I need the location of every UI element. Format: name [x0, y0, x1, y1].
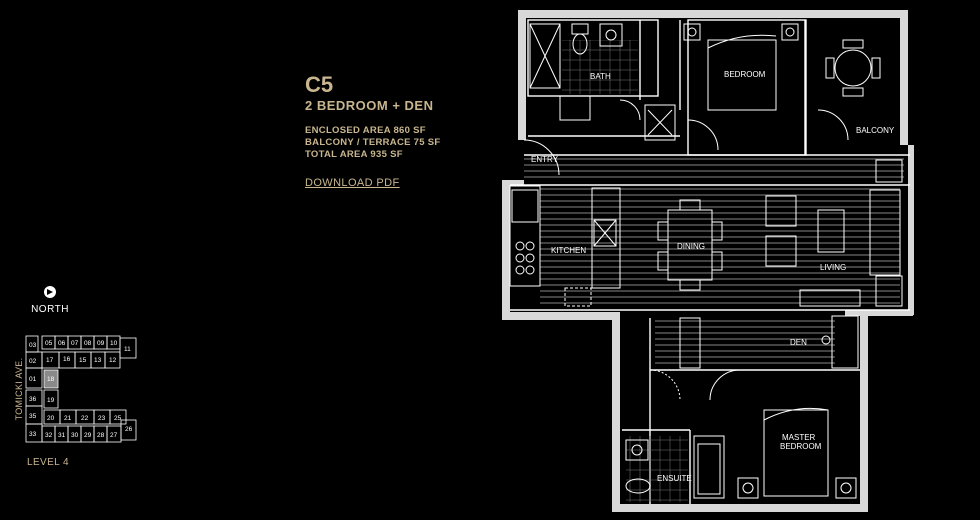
keyplan-unit-label: 22 — [81, 415, 89, 422]
label-ensuite: ENSUITE — [657, 474, 692, 483]
bath-tiles — [562, 40, 638, 94]
compass-arrow-icon — [44, 286, 56, 298]
keyplan-unit-label: 35 — [29, 413, 37, 420]
keyplan-unit — [104, 351, 121, 369]
balcony-table — [817, 39, 881, 141]
keyplan-unit-label: 05 — [45, 340, 53, 347]
label-balcony: BALCONY — [856, 126, 895, 135]
north-label: NORTH — [31, 304, 69, 315]
keyplan-unit-label: 19 — [47, 397, 55, 404]
unit-type: 2 BEDROOM + DEN — [305, 98, 434, 113]
keyplan-unit-label: 32 — [45, 432, 53, 439]
keyplan-unit-label: 11 — [124, 346, 131, 353]
label-bath: BATH — [590, 72, 611, 81]
keyplan-unit-label: 26 — [125, 426, 133, 433]
keyplan-unit-label: 33 — [29, 431, 37, 438]
enclosed-area: ENCLOSED AREA 860 SF — [305, 125, 426, 136]
keyplan-unit-label: 10 — [110, 340, 118, 347]
keyplan-unit-label: 09 — [97, 340, 105, 347]
room-labels: BATH BEDROOM BALCONY ENTRY KITCHEN DININ… — [531, 70, 895, 483]
ensuite-tiles — [626, 436, 688, 502]
bath-fixtures — [529, 23, 623, 121]
keyplan-unit — [43, 389, 59, 409]
level-label: LEVEL 4 — [27, 457, 69, 468]
keyplan-unit-label: 12 — [109, 357, 117, 364]
den-master-furniture — [625, 315, 859, 499]
label-living: LIVING — [820, 263, 846, 272]
keyplan-unit — [120, 419, 137, 441]
doors — [523, 99, 641, 176]
keyplan-unit-label: 08 — [84, 340, 92, 347]
label-bedroom: BEDROOM — [724, 70, 766, 79]
keyplan-unit-label: 21 — [64, 415, 72, 422]
keyplan-unit-label: 16 — [63, 356, 71, 363]
label-master-2: BEDROOM — [780, 442, 822, 451]
label-kitchen: KITCHEN — [551, 246, 586, 255]
keyplan-unit-label: 06 — [58, 340, 66, 347]
north-indicator: NORTH — [28, 286, 72, 315]
keyplan-unit-label: 13 — [94, 357, 102, 364]
keyplan-unit-label: 17 — [46, 357, 54, 364]
keyplan-unit-label: 18 — [47, 376, 55, 383]
keyplan-unit-highlighted — [43, 369, 59, 389]
keyplan-unit-label: 07 — [71, 340, 79, 347]
living-floor — [540, 188, 900, 306]
keyplan-unit-label: 25 — [114, 415, 122, 422]
keyplan-unit-label: 02 — [29, 358, 37, 365]
kitchen-fixtures — [509, 185, 621, 307]
total-area: TOTAL AREA 935 SF — [305, 149, 403, 160]
bedroom-furniture — [644, 23, 799, 151]
hall-floor — [524, 158, 904, 182]
keyplan-unit-label: 36 — [29, 396, 37, 403]
label-master-1: MASTER — [782, 433, 816, 442]
balcony-area: BALCONY / TERRACE 75 SF — [305, 137, 441, 148]
unit-name: C5 — [305, 72, 334, 97]
keyplan-unit-label: 28 — [97, 432, 105, 439]
exterior-walls — [502, 10, 914, 512]
keyplan-unit-label: 20 — [47, 415, 55, 422]
keyplan-unit-label: 31 — [58, 432, 66, 439]
keyplan-unit-label: 23 — [98, 415, 106, 422]
unit-info: C5 2 BEDROOM + DEN ENCLOSED AREA 860 SF … — [305, 72, 441, 191]
dining-table — [657, 199, 723, 291]
label-entry: ENTRY — [531, 155, 559, 164]
keyplan-unit-label: 30 — [71, 432, 79, 439]
keyplan-unit-label: 15 — [79, 357, 87, 364]
keyplan-unit-label: 29 — [84, 432, 92, 439]
download-pdf-link[interactable]: DOWNLOAD PDF — [305, 177, 400, 189]
keyplan-unit-label: 01 — [29, 376, 37, 383]
label-dining: DINING — [677, 242, 705, 251]
keyplan-unit-label: 03 — [29, 342, 37, 349]
keyplan-unit — [109, 409, 127, 425]
keyplan-unit — [25, 367, 43, 389]
key-plan: 03 05 06 07 08 09 10 11 02 17 16 15 13 1… — [25, 335, 137, 443]
den-floor — [655, 320, 835, 368]
living-furniture — [765, 159, 903, 307]
keyplan-unit-label: 27 — [110, 432, 118, 439]
keyplan-unit — [119, 337, 137, 359]
label-den: DEN — [790, 338, 807, 347]
